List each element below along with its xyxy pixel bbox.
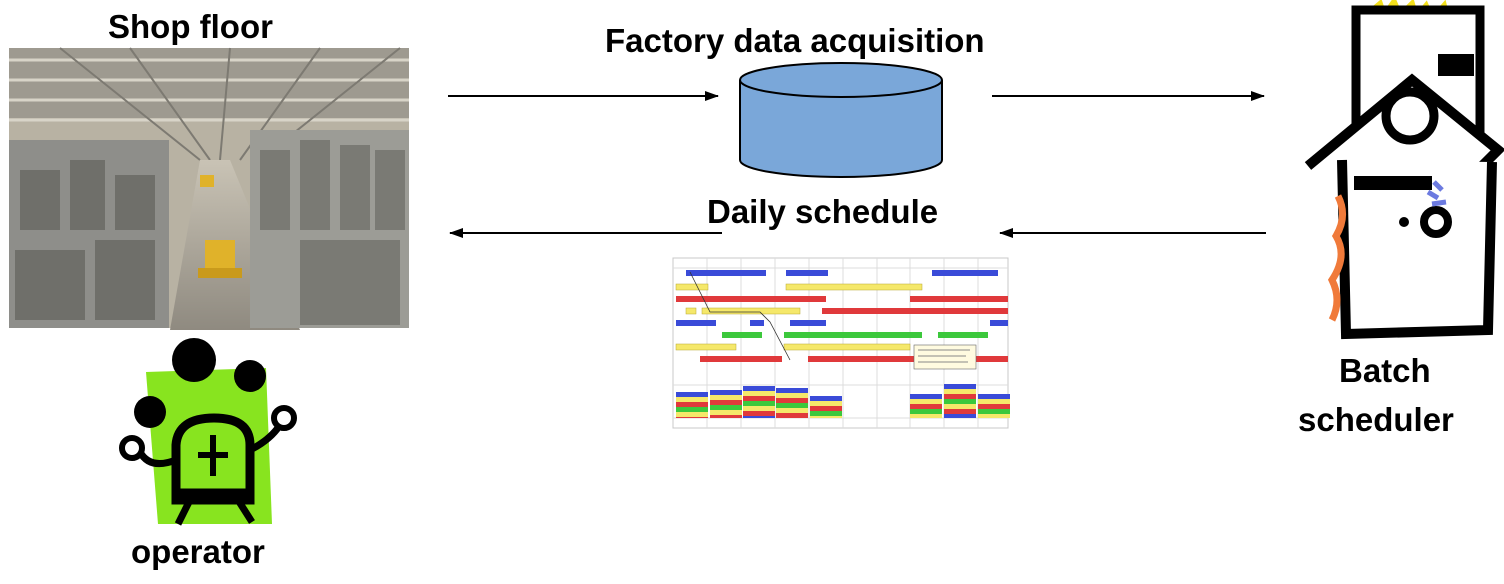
histogram-segment — [743, 386, 775, 391]
histogram-segment — [944, 394, 976, 399]
histogram-segment — [710, 395, 742, 400]
histogram-segment — [743, 401, 775, 406]
scheduler-label: scheduler — [1298, 401, 1454, 438]
batch-label: Batch — [1339, 352, 1431, 389]
histogram-segment — [710, 415, 742, 418]
histogram-segment — [676, 407, 708, 412]
histogram-segment — [810, 416, 842, 418]
database-cylinder-icon — [739, 62, 943, 178]
histogram-segment — [978, 409, 1010, 414]
histogram-segment — [810, 401, 842, 406]
histogram-segment — [910, 399, 942, 404]
daily-schedule-label: Daily schedule — [707, 193, 939, 230]
shop-floor-label: Shop floor — [108, 8, 273, 45]
histogram-segment — [743, 406, 775, 411]
histogram-segment — [944, 389, 976, 394]
histogram-segment — [710, 410, 742, 415]
histogram-segment — [776, 398, 808, 403]
histogram-segment — [776, 403, 808, 408]
operator-juggler-icon — [119, 338, 297, 526]
histogram-segment — [944, 384, 976, 389]
histogram-segment — [676, 417, 708, 418]
batch-scheduler-computer-icon — [1304, 0, 1504, 340]
histogram-segment — [743, 396, 775, 401]
histogram-segment — [743, 391, 775, 396]
gantt-chart — [672, 257, 1010, 429]
histogram-segment — [944, 409, 976, 414]
histogram-segment — [776, 413, 808, 418]
factory-photo — [9, 47, 409, 330]
histogram-segment — [776, 393, 808, 398]
histogram-segment — [776, 388, 808, 393]
histogram-segment — [676, 392, 708, 397]
histogram-segment — [910, 414, 942, 418]
histogram-segment — [676, 397, 708, 402]
histogram-segment — [910, 409, 942, 414]
histogram-segment — [978, 414, 1010, 418]
histogram-segment — [710, 390, 742, 395]
histogram-segment — [710, 400, 742, 405]
histogram-segment — [676, 412, 708, 417]
histogram-segment — [944, 399, 976, 404]
histogram-segment — [743, 411, 775, 416]
histogram-segment — [944, 414, 976, 418]
histogram-segment — [810, 411, 842, 416]
histogram-segment — [978, 394, 1010, 399]
histogram-segment — [743, 416, 775, 418]
histogram-segment — [910, 394, 942, 399]
factory-data-acquisition-label: Factory data acquisition — [605, 22, 985, 59]
histogram-segment — [944, 404, 976, 409]
histogram-segment — [978, 404, 1010, 409]
histogram-segment — [910, 404, 942, 409]
operator-label: operator — [131, 533, 265, 570]
gantt-load-histogram — [676, 384, 1010, 418]
histogram-segment — [810, 396, 842, 401]
histogram-segment — [676, 402, 708, 407]
histogram-segment — [776, 408, 808, 413]
histogram-segment — [978, 399, 1010, 404]
histogram-segment — [710, 405, 742, 410]
histogram-segment — [810, 406, 842, 411]
